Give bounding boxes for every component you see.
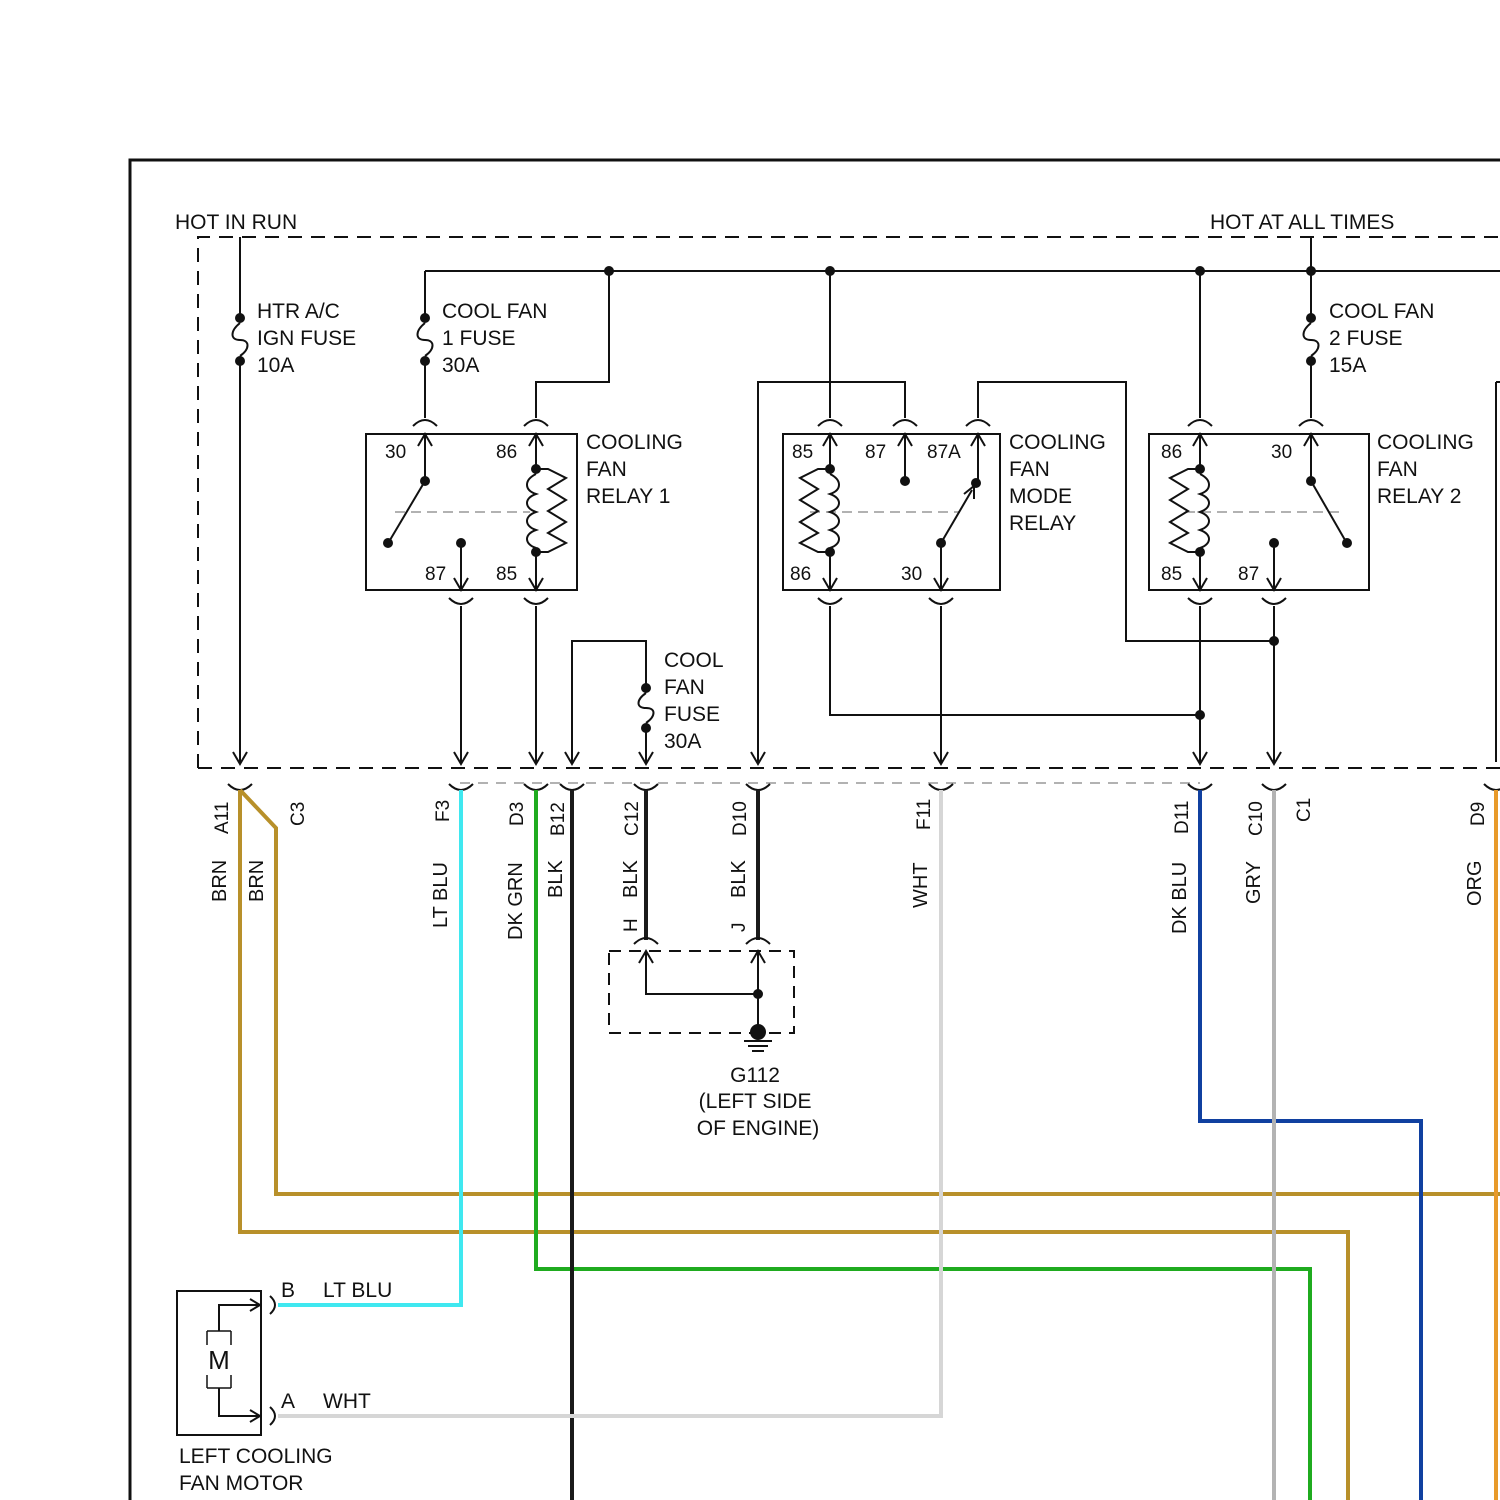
cavity-b12: B12 (548, 802, 569, 836)
wire-label-dk-grn: DK GRN (505, 862, 527, 940)
mode-relay-label: COOLING FAN MODE RELAY (1009, 431, 1112, 535)
relay2-pin-86: 86 (1161, 442, 1182, 463)
wire-wht (278, 790, 941, 1416)
fuse-htr-label: HTR A/C IGN FUSE 10A (257, 300, 362, 377)
wire-label-brn-2: BRN (246, 860, 268, 902)
fuse-cool-fan-icon (639, 683, 654, 733)
wire-label-blk-3: BLK (728, 860, 750, 898)
wire-label-org: ORG (1464, 860, 1486, 906)
fuse-cool-fan-label: COOL FAN FUSE 30A (664, 649, 729, 753)
relay1-label: COOLING FAN RELAY 1 (586, 431, 689, 508)
wire-label-brn-1: BRN (209, 860, 231, 902)
motor-pin-b: B (281, 1279, 295, 1302)
hot-at-all-times-label: HOT AT ALL TIMES (1210, 211, 1394, 234)
mode-pin-87a: 87A (927, 442, 961, 463)
mode-pin-85: 85 (792, 442, 813, 463)
relay2-label: COOLING FAN RELAY 2 (1377, 431, 1480, 508)
ground-g112 (609, 938, 794, 1051)
mode-pin-87: 87 (865, 442, 886, 463)
cavity-c3: C3 (288, 802, 309, 826)
wire-label-dk-blu: DK BLU (1169, 862, 1191, 934)
cavity-d10: D10 (730, 801, 751, 836)
harness-wires (240, 790, 1500, 1500)
motor-wire-a: WHT (323, 1390, 371, 1413)
cavity-f3: F3 (433, 800, 454, 822)
hot-in-run-label: HOT IN RUN (175, 211, 297, 234)
motor-symbol: M (208, 1345, 230, 1375)
fuse-block-boundary (198, 237, 1500, 768)
mode-pin-86: 86 (790, 564, 811, 585)
fuse-fan2-label: COOL FAN 2 FUSE 15A (1329, 300, 1440, 377)
wire-label-blk-2: BLK (620, 860, 642, 898)
wire-color-labels: BRN BRN LT BLU DK GRN BLK BLK BLK WHT DK… (209, 860, 1486, 940)
fuse-fan1-label: COOL FAN 1 FUSE 30A (442, 300, 553, 377)
ground-label: G112 (LEFT SIDE OF ENGINE) (697, 1064, 820, 1140)
wire-label-gry: GRY (1243, 861, 1265, 904)
cavity-f11: F11 (914, 799, 935, 830)
cavity-d3: D3 (507, 802, 528, 826)
relay1-pin-30: 30 (385, 442, 406, 463)
connector-labels: A11 C3 F3 D3 B12 C12 D10 F11 D11 C10 C1 … (212, 798, 1489, 836)
relay2-pin-85: 85 (1161, 564, 1182, 585)
relay1-pin-87: 87 (425, 564, 446, 585)
ground-pin-j: J (729, 923, 750, 933)
cavity-c1: C1 (1294, 798, 1315, 822)
ground-pin-h: H (621, 918, 642, 932)
relay1-pin-85: 85 (496, 564, 517, 585)
fuse-fan1-icon (418, 313, 433, 366)
mode-pin-30: 30 (901, 564, 922, 585)
cavity-d11: D11 (1172, 801, 1193, 834)
relay2-pin-30: 30 (1271, 442, 1292, 463)
motor-wire-b: LT BLU (323, 1279, 392, 1302)
relay2-pin-87: 87 (1238, 564, 1259, 585)
cavity-c12: C12 (622, 801, 643, 836)
wire-brn-c3 (240, 790, 1500, 1194)
fuse-fan2-icon (1304, 313, 1319, 366)
wire-label-lt-blu: LT BLU (430, 862, 452, 928)
wire-label-blk-1: BLK (545, 860, 567, 898)
cavity-a11: A11 (212, 802, 233, 834)
motor-label: LEFT COOLING FAN MOTOR (179, 1445, 339, 1495)
cooling-fan-mode-relay (783, 434, 1000, 590)
wire-label-wht: WHT (910, 862, 932, 908)
relay1-pin-86: 86 (496, 442, 517, 463)
cavity-d9: D9 (1468, 802, 1489, 826)
cavity-c10: C10 (1246, 801, 1267, 836)
harness-connector-glyphs (228, 784, 1500, 790)
motor-pin-a: A (281, 1390, 295, 1413)
fuse-htr-icon (233, 313, 248, 366)
